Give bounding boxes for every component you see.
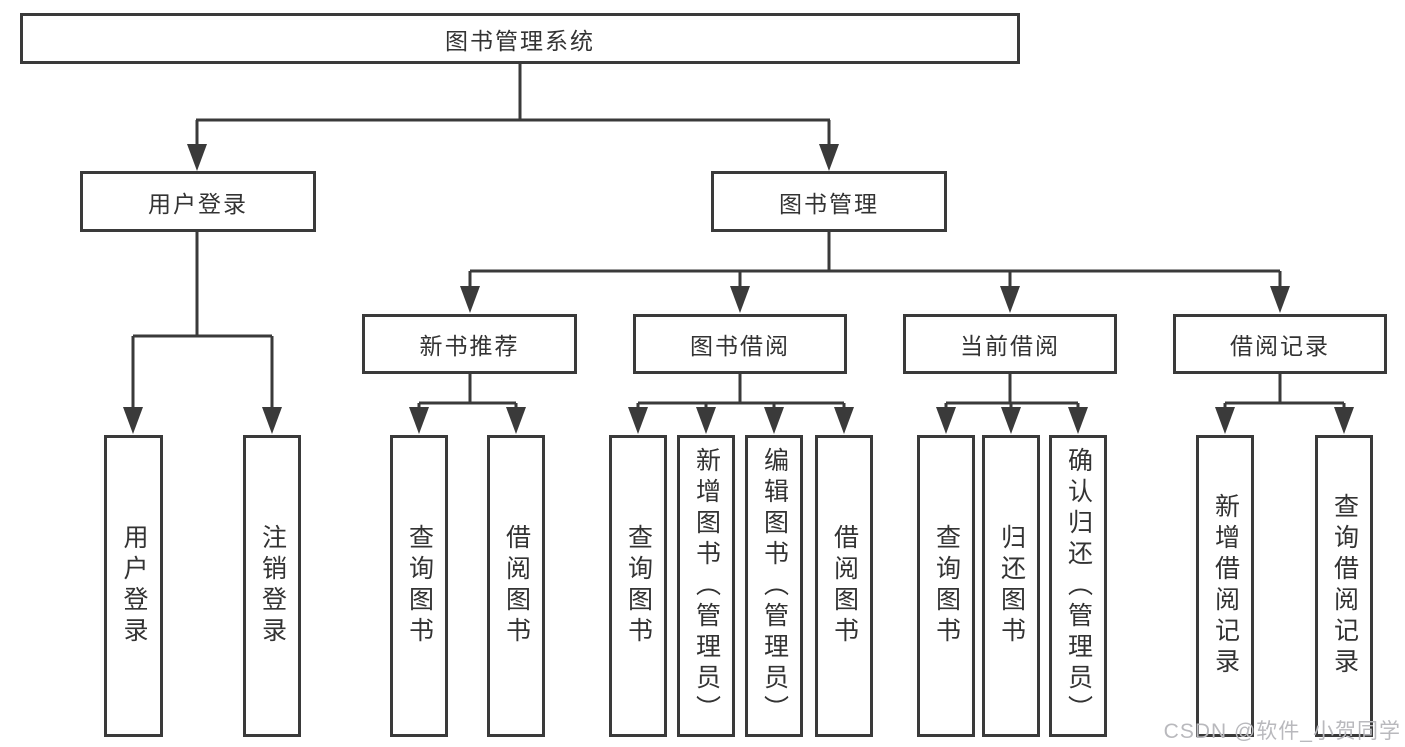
node-new-book-rec-label: 新书推荐 <box>419 333 520 359</box>
leaf-current-return: 归还图书 <box>982 435 1040 737</box>
leaf-logout: 注销登录 <box>243 435 301 737</box>
leaf-user-login: 用户登录 <box>104 435 163 737</box>
node-book-borrow: 图书借阅 <box>633 314 847 374</box>
leaf-newbook-query: 查询图书 <box>390 435 448 737</box>
leaf-borrow-add-label: 新增图书（管理员） <box>692 446 721 726</box>
node-current-borrow-label: 当前借阅 <box>960 333 1060 359</box>
leaf-records-add: 新增借阅记录 <box>1196 435 1254 737</box>
node-current-borrow: 当前借阅 <box>903 314 1117 374</box>
leaf-records-query: 查询借阅记录 <box>1315 435 1373 737</box>
leaf-borrow-borrow-label: 借阅图书 <box>830 524 859 648</box>
node-book-borrow-label: 图书借阅 <box>690 333 790 359</box>
leaf-newbook-borrow-label: 借阅图书 <box>502 524 531 648</box>
leaf-current-return-label: 归还图书 <box>997 524 1026 648</box>
leaf-records-add-label: 新增借阅记录 <box>1211 493 1240 679</box>
node-book-mgmt: 图书管理 <box>711 171 947 232</box>
leaf-current-query-label: 查询图书 <box>932 524 961 648</box>
node-borrow-records: 借阅记录 <box>1173 314 1387 374</box>
node-borrow-records-label: 借阅记录 <box>1230 333 1330 359</box>
node-root: 图书管理系统 <box>20 13 1020 64</box>
node-user-login-label: 用户登录 <box>148 190 248 217</box>
node-new-book-rec: 新书推荐 <box>362 314 577 374</box>
leaf-borrow-edit: 编辑图书（管理员） <box>745 435 803 737</box>
node-root-label: 图书管理系统 <box>445 27 595 54</box>
leaf-current-confirm-label: 确认归还（管理员） <box>1064 446 1093 726</box>
leaf-user-login-label: 用户登录 <box>120 524 148 648</box>
leaf-newbook-query-label: 查询图书 <box>405 524 434 648</box>
leaf-borrow-edit-label: 编辑图书（管理员） <box>760 446 789 726</box>
leaf-borrow-add: 新增图书（管理员） <box>677 435 735 737</box>
leaf-current-query: 查询图书 <box>917 435 975 737</box>
leaf-current-confirm: 确认归还（管理员） <box>1049 435 1107 737</box>
leaf-records-query-label: 查询借阅记录 <box>1330 493 1359 679</box>
leaf-borrow-query-label: 查询图书 <box>624 524 653 648</box>
node-user-login: 用户登录 <box>80 171 316 232</box>
leaf-borrow-borrow: 借阅图书 <box>815 435 873 737</box>
leaf-borrow-query: 查询图书 <box>609 435 667 737</box>
node-book-mgmt-label: 图书管理 <box>779 190 879 217</box>
leaf-logout-label: 注销登录 <box>258 524 287 648</box>
leaf-newbook-borrow: 借阅图书 <box>487 435 545 737</box>
csdn-watermark: CSDN @软件_小贺同学 <box>1163 720 1401 743</box>
